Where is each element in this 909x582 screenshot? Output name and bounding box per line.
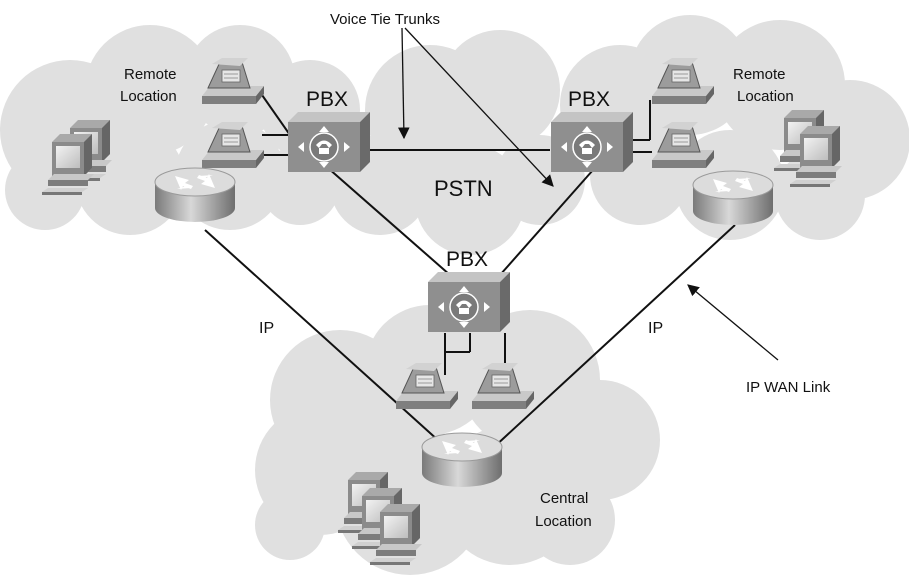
pbx-center-label: PBX xyxy=(446,248,488,271)
cloud-pstn xyxy=(330,30,585,255)
router-icon xyxy=(692,170,774,226)
ip-wan-link-label: IP WAN Link xyxy=(746,379,831,396)
remote-location-right-label-1: Remote xyxy=(733,66,786,83)
remote-location-left-label-2: Location xyxy=(120,88,177,105)
cloud-central xyxy=(255,305,660,575)
router-icon xyxy=(154,167,236,223)
remote-location-right-label-2: Location xyxy=(737,88,794,105)
pbx-left-label: PBX xyxy=(306,88,348,111)
annotation-arrows xyxy=(397,27,779,361)
ip-right-label: IP xyxy=(648,320,663,337)
router-icon xyxy=(421,432,503,488)
pbx-icon xyxy=(550,111,634,173)
pstn-label: PSTN xyxy=(434,176,493,201)
voice-tie-trunks-label: Voice Tie Trunks xyxy=(330,11,440,28)
remote-location-left-label-1: Remote xyxy=(124,66,177,83)
central-location-label-1: Central xyxy=(540,490,588,507)
ip-left-label: IP xyxy=(259,320,274,337)
pbx-icon xyxy=(287,111,371,173)
central-location-label-2: Location xyxy=(535,513,592,530)
pbx-right-label: PBX xyxy=(568,88,610,111)
pbx-icon xyxy=(427,271,511,333)
